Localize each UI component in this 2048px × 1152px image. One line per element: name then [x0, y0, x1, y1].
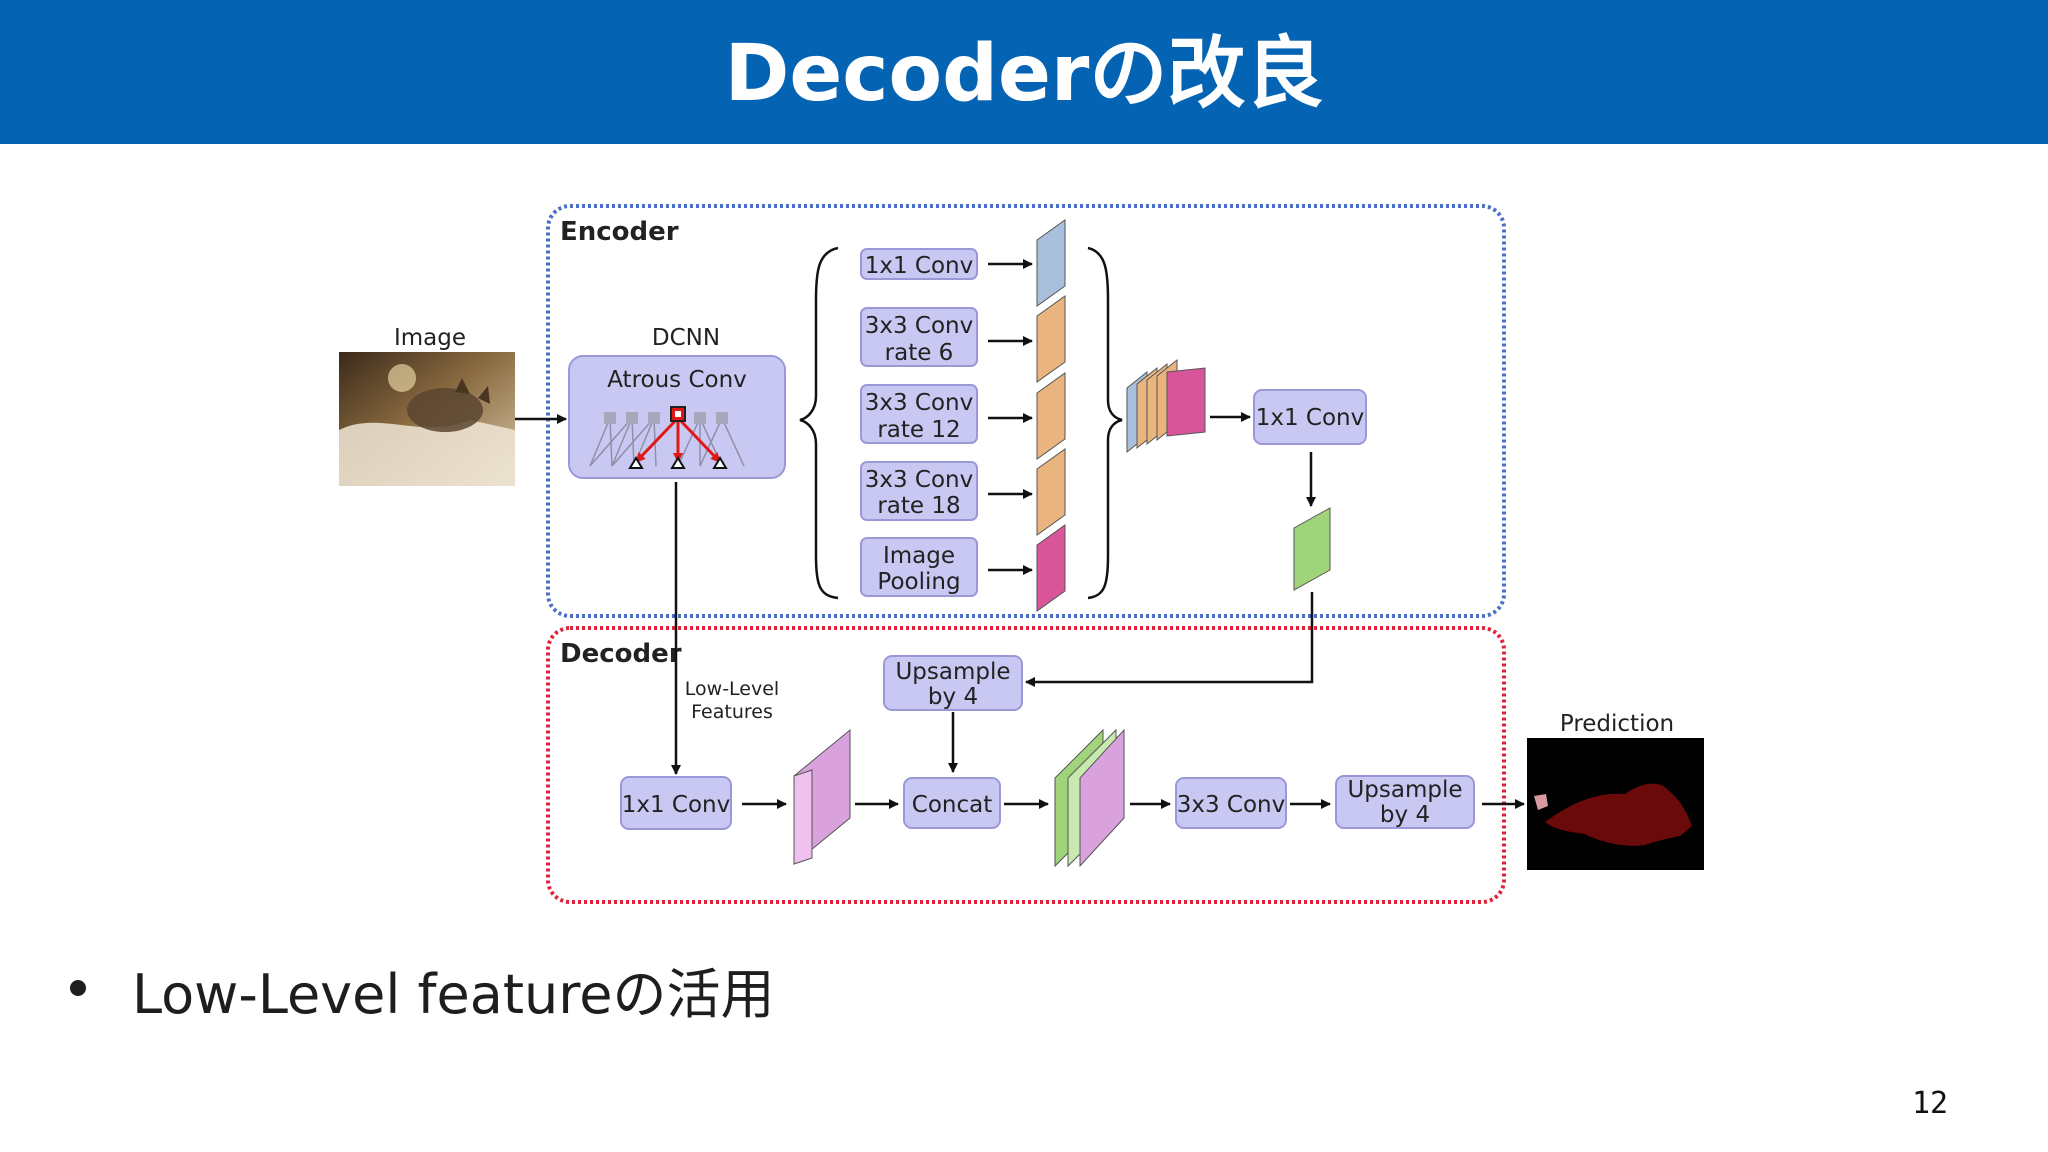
- bullet-dot: [70, 980, 86, 996]
- encoder-output-feature: [1293, 507, 1331, 591]
- decoder-upsample-line1: Upsample: [895, 659, 1010, 685]
- aspp-branch-1x1: [860, 248, 978, 280]
- page-number: 12: [1911, 1086, 1949, 1121]
- aspp-branch-rate6-line2: rate 6: [885, 340, 954, 366]
- slide-title: Decoderの改良: [724, 29, 1324, 119]
- decoder-1x1-conv: [620, 776, 732, 830]
- encoder-region: [546, 204, 1506, 618]
- aspp-branch-pooling-line2: Pooling: [877, 569, 960, 595]
- decoder-label: Decoder: [560, 639, 682, 669]
- decoder-1x1-conv-label: 1x1 Conv: [622, 792, 731, 818]
- aspp-branch-rate18-line1: 3x3 Conv: [865, 467, 974, 493]
- atrous-conv-illustration: [589, 406, 745, 469]
- aspp-branch-rate12: [860, 384, 978, 444]
- decoder-upsample-box: [883, 655, 1023, 711]
- feature-map-1x1: [1036, 219, 1066, 307]
- aspp-branch-rate18-line2: rate 18: [877, 493, 960, 519]
- title-bar: [0, 0, 2048, 144]
- output-upsample-line2: by 4: [1380, 802, 1430, 828]
- aspp-branch-1x1-label: 1x1 Conv: [865, 253, 974, 279]
- output-upsample-line1: Upsample: [1347, 777, 1462, 803]
- prediction-image: [1527, 738, 1704, 870]
- encoder-1x1-conv-label: 1x1 Conv: [1256, 405, 1365, 431]
- dcnn-label: DCNN: [652, 325, 720, 351]
- decoder-3x3-conv: [1175, 777, 1287, 829]
- prediction-label: Prediction: [1560, 711, 1674, 737]
- concat-output-feature: [1054, 728, 1125, 868]
- bullet-text: Low-Level featureの活用: [132, 963, 775, 1026]
- feature-map-rate12: [1036, 372, 1066, 460]
- aspp-left-brace: [799, 246, 839, 600]
- decoder-region: [546, 626, 1506, 904]
- low-level-label-1: Low-Level: [685, 678, 779, 700]
- low-level-feature-map: [793, 728, 851, 866]
- feature-map-rate6: [1036, 295, 1066, 383]
- aspp-branch-pooling: [860, 537, 978, 597]
- feature-map-pooling: [1036, 524, 1066, 612]
- encoder-label: Encoder: [560, 217, 679, 247]
- aspp-branch-rate12-line1: 3x3 Conv: [865, 390, 974, 416]
- atrous-conv-label: Atrous Conv: [607, 367, 747, 393]
- feature-map-rate18: [1036, 448, 1066, 536]
- aspp-right-brace: [1087, 246, 1123, 600]
- output-upsample-box: [1335, 775, 1475, 829]
- decoder-upsample-line2: by 4: [928, 684, 978, 710]
- encoder-1x1-conv: [1253, 389, 1367, 445]
- low-level-label-2: Features: [691, 701, 773, 723]
- aspp-branch-rate18: [860, 461, 978, 521]
- aspp-branch-rate12-line2: rate 12: [877, 417, 960, 443]
- decoder-3x3-conv-label: 3x3 Conv: [1177, 792, 1286, 818]
- aspp-branch-rate6: [860, 307, 978, 367]
- concat-label: Concat: [912, 792, 992, 818]
- aspp-branch-pooling-line1: Image: [883, 543, 955, 569]
- input-cat-image: [339, 352, 515, 486]
- concat-box: [903, 777, 1001, 829]
- aspp-branch-rate6-line1: 3x3 Conv: [865, 313, 974, 339]
- concatenated-features: [1126, 358, 1206, 454]
- image-label: Image: [394, 325, 466, 351]
